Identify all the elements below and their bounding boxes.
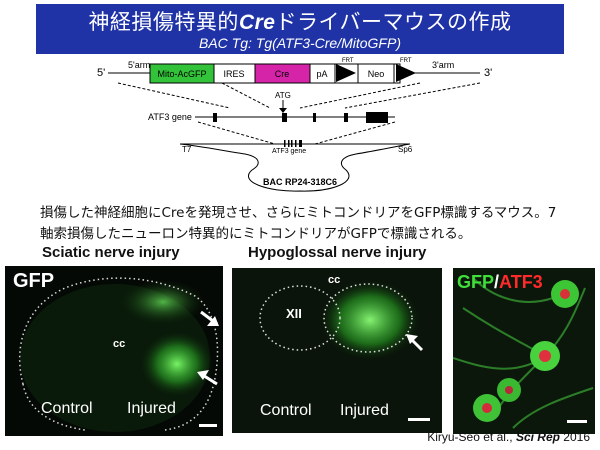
title-cre: Cre	[238, 11, 276, 34]
cells-slash: /	[494, 272, 500, 292]
hypoglossal-heading: Hypoglossal nerve injury	[248, 244, 427, 261]
bac-loop	[179, 143, 411, 192]
frt-arrow-2	[396, 64, 416, 82]
hypoglossal-cc-label: cc	[328, 274, 341, 286]
atf3-gene-label: ATF3 gene	[148, 112, 192, 122]
sp6-label: Sp6	[398, 145, 413, 154]
segment-mito-acgfp-label: Mito-AcGFP	[157, 69, 206, 79]
title-prefix: 神経損傷特異的	[88, 10, 239, 34]
citation-authors: Kiryu-Seo et al.,	[427, 430, 513, 444]
exon-3	[313, 113, 316, 122]
ventral-signal	[141, 332, 213, 396]
dashed-guide-3	[299, 82, 421, 109]
exon-1	[213, 113, 217, 122]
bac-atf3-label: ATF3 gene	[272, 148, 306, 155]
hypoglossal-micrograph: cc XII Control Injured	[232, 268, 442, 433]
dorsal-signal	[121, 280, 205, 324]
five-prime-label: 5'	[97, 67, 105, 79]
citation: Kiryu-Seo et al., Sci Rep 2016	[427, 430, 590, 444]
segment-neo-label: Neo	[368, 69, 385, 79]
description-line-1: 損傷した神経細胞にCreを発現させ、さらにミトコンドリアをGFP標識するマウス。…	[40, 205, 557, 221]
bac-label: BAC RP24-318C6	[263, 177, 337, 187]
frt-label-2: FRT	[400, 58, 412, 64]
title-suffix: ドライバーマウスの作成	[275, 10, 512, 34]
arrow-hypoglossal-head	[406, 334, 418, 344]
segment-neo	[357, 63, 395, 84]
three-prime-label: 3'	[484, 67, 492, 79]
construct-diagram: 5' 3' 5'arm 3'arm Mito-AcGFP IRES Cre pA…	[97, 58, 492, 192]
cells-label: GFP/ATF3	[457, 272, 543, 293]
frt-label-1: FRT	[342, 58, 354, 64]
arrow-dorsal-head	[207, 316, 219, 326]
five-arm-label: 5'arm	[128, 60, 150, 70]
xii-injured-outline	[323, 283, 413, 353]
frt-arrow-1	[336, 64, 356, 82]
sciatic-gfp-label: GFP	[13, 270, 55, 292]
cells-image	[453, 268, 595, 434]
citation-journal: Sci Rep	[515, 430, 560, 444]
atg-arrow-head	[279, 108, 287, 113]
dashed-guide-2	[221, 82, 271, 109]
title-bar: 神経損傷特異的Creドライバーマウスの作成 BAC Tg: Tg(ATF3-Cr…	[36, 4, 564, 54]
t7-label: T7	[182, 145, 192, 154]
hypoglossal-control-label: Control	[260, 402, 312, 419]
atg-label: ATG	[275, 91, 291, 100]
cord-outline	[18, 277, 219, 431]
page-subtitle: BAC Tg: Tg(ATF3-Cre/MitoGFP)	[199, 35, 401, 51]
hypoglossal-injured-label: Injured	[340, 402, 389, 419]
description-line-2: 軸索損傷したニューロン特異的にミトコンドリアがGFPで標識される。	[40, 226, 472, 242]
sciatic-micrograph: GFP cc Control Injured	[5, 266, 223, 436]
neuron-cells	[473, 280, 579, 422]
cells-gfp-label: GFP	[457, 272, 495, 292]
sciatic-heading: Sciatic nerve injury	[42, 244, 180, 261]
exon-5	[366, 112, 388, 123]
segment-cre-label: Cre	[275, 69, 290, 79]
dashed-guide-1	[117, 82, 231, 109]
cells-micrograph: GFP/ATF3	[453, 268, 595, 434]
sciatic-control-label: Control	[41, 400, 93, 417]
citation-year: 2016	[563, 430, 590, 444]
page-title: 神経損傷特異的Creドライバーマウスの作成	[36, 6, 564, 36]
hypoglossal-image	[232, 268, 442, 433]
dashed-guide-6	[314, 121, 396, 145]
scale-bar-2	[408, 418, 430, 421]
dashed-guide-5	[197, 121, 276, 145]
sciatic-injured-label: Injured	[127, 400, 176, 417]
exon-2	[282, 113, 287, 122]
cells-atf3-label: ATF3	[499, 272, 543, 292]
sciatic-cc-label: cc	[113, 338, 126, 350]
scale-bar-1	[199, 424, 217, 427]
dashed-guide-4	[344, 82, 481, 109]
exon-4	[344, 113, 348, 122]
bac-exon-marks	[284, 140, 302, 147]
xii-control-outline	[259, 285, 341, 351]
xii-label: XII	[286, 306, 302, 321]
sciatic-image	[18, 277, 219, 432]
scale-bar-3	[567, 420, 587, 423]
segment-pa	[309, 63, 336, 84]
segment-pa-label: pA	[316, 69, 327, 79]
three-arm-label: 3'arm	[432, 60, 454, 70]
hypoglossal-signal	[320, 280, 420, 360]
arrow-ventral-head	[197, 370, 209, 380]
segment-ires-label: IRES	[223, 69, 244, 79]
